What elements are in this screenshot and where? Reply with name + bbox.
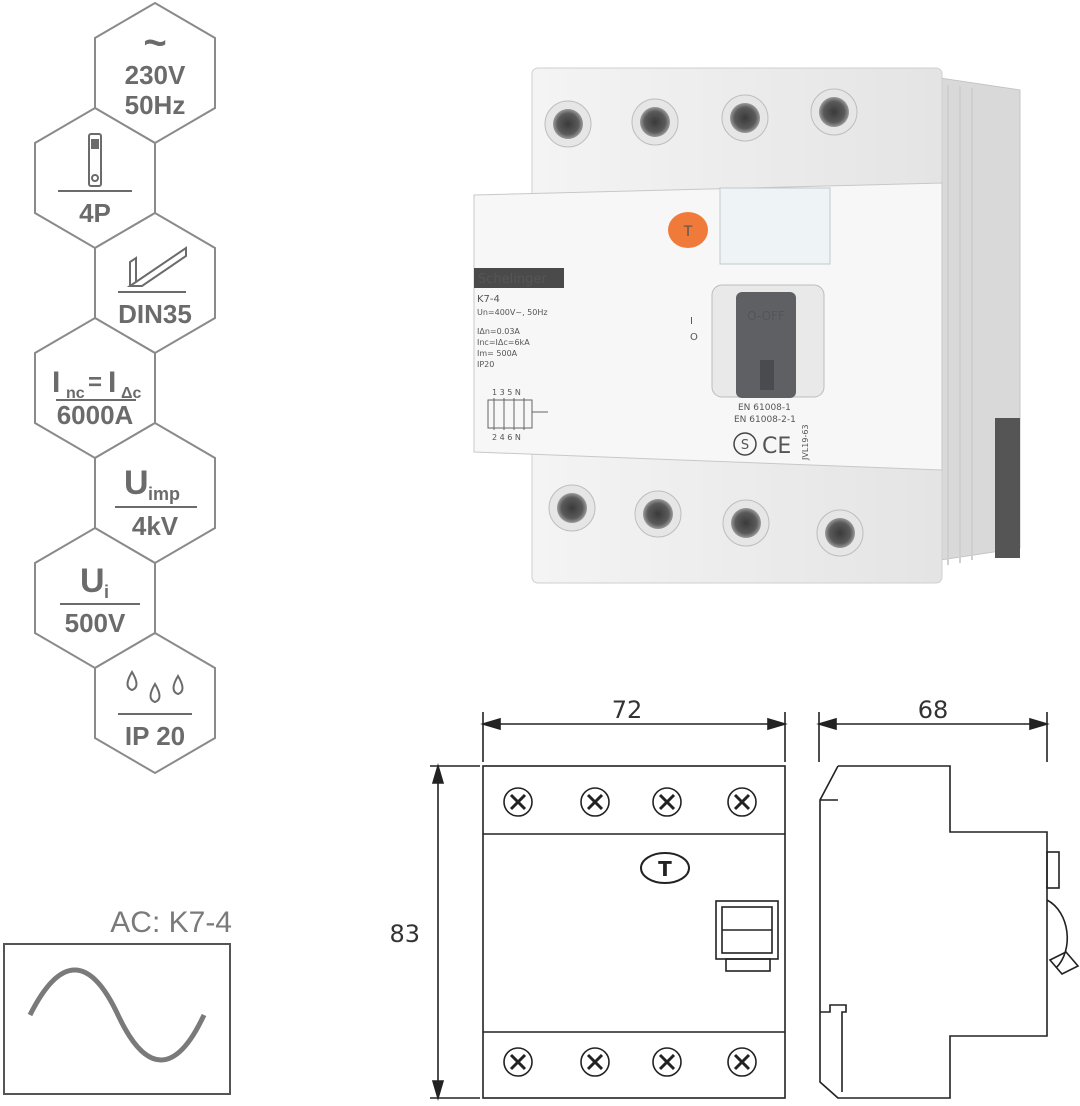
short-circuit-label: 6000A [57,400,134,430]
ip-text: IP20 [477,360,494,369]
top-terminals [544,88,858,148]
height-dimension: 83 [389,920,420,948]
svg-text:I: I [690,316,693,327]
water-drops-icon [118,670,192,715]
s-mark-icon [733,432,757,456]
din-rail-icon [118,246,187,293]
front-view-drawing [430,712,788,1101]
poles-label: 4P [79,198,111,228]
insulation-voltage-symbol: U i [60,562,140,605]
standard-2: EN 61008-2-1 [734,415,796,425]
standard-1: EN 61008-1 [738,403,791,413]
rating-text: Un=400V~, 50Hz [477,308,548,317]
ce-mark-icon: CE [762,434,791,459]
width-dimension: 72 [612,696,643,724]
brand-name: Schelinger [478,272,547,287]
svg-text:I: I [108,366,116,399]
impulse-voltage-symbol: U imp [115,464,197,508]
svg-text:imp: imp [148,484,180,504]
terminals-bottom-label: 2 4 6 N [492,433,521,442]
pole-icon [58,133,132,192]
svg-text:S: S [741,438,749,453]
svg-text:T: T [683,224,693,240]
frequency-value: 50Hz [125,90,186,120]
inc-text: Inc=IΔc=6kA [477,338,530,347]
sine-wave-icon [27,967,207,1063]
voltage-value: 230V [125,60,186,90]
svg-text:U: U [124,464,149,502]
side-view-drawing [816,712,1080,1099]
im-text: Im= 500A [477,349,518,358]
svg-text:nc: nc [66,385,85,402]
product-image: T Schelinger K7-4 Un=400V~, 50Hz IΔn=0.0… [473,67,1021,584]
svg-text:O: O [690,332,698,343]
bottom-terminals [548,484,864,557]
bottom-screw-icons [503,1047,757,1077]
model-name: K7-4 [477,294,500,305]
test-button [668,212,708,248]
mounting-label: DIN35 [118,299,192,329]
test-symbol-label: T [658,857,672,881]
svg-text:I: I [52,366,60,399]
switch-handle [736,292,796,398]
current-formula: I nc = I Δc [52,366,142,402]
spec-hexagon-column [34,1,216,775]
test-symbol-icon [640,852,690,884]
svg-text:U: U [80,562,105,600]
depth-dimension: 68 [918,696,949,724]
svg-text:=: = [88,369,102,396]
handle-label: O-OFF [747,309,785,323]
product-code: JVL19-63 [801,424,810,461]
insulation-voltage-label: 500V [65,608,126,638]
svg-text:i: i [104,582,109,602]
wiring-diagram-icon [487,398,548,430]
ac-type-label: AC: K7-4 [110,906,232,939]
protection-label: IP 20 [125,721,185,751]
top-screw-icons [503,787,757,817]
svg-text:Δc: Δc [121,385,142,402]
ac-type-box [3,943,231,1095]
idn-text: IΔn=0.03A [477,327,520,336]
terminals-top-label: 1 3 5 N [492,388,521,397]
impulse-voltage-label: 4kV [132,511,179,541]
voltage-ac-symbol: ~ [143,21,166,65]
